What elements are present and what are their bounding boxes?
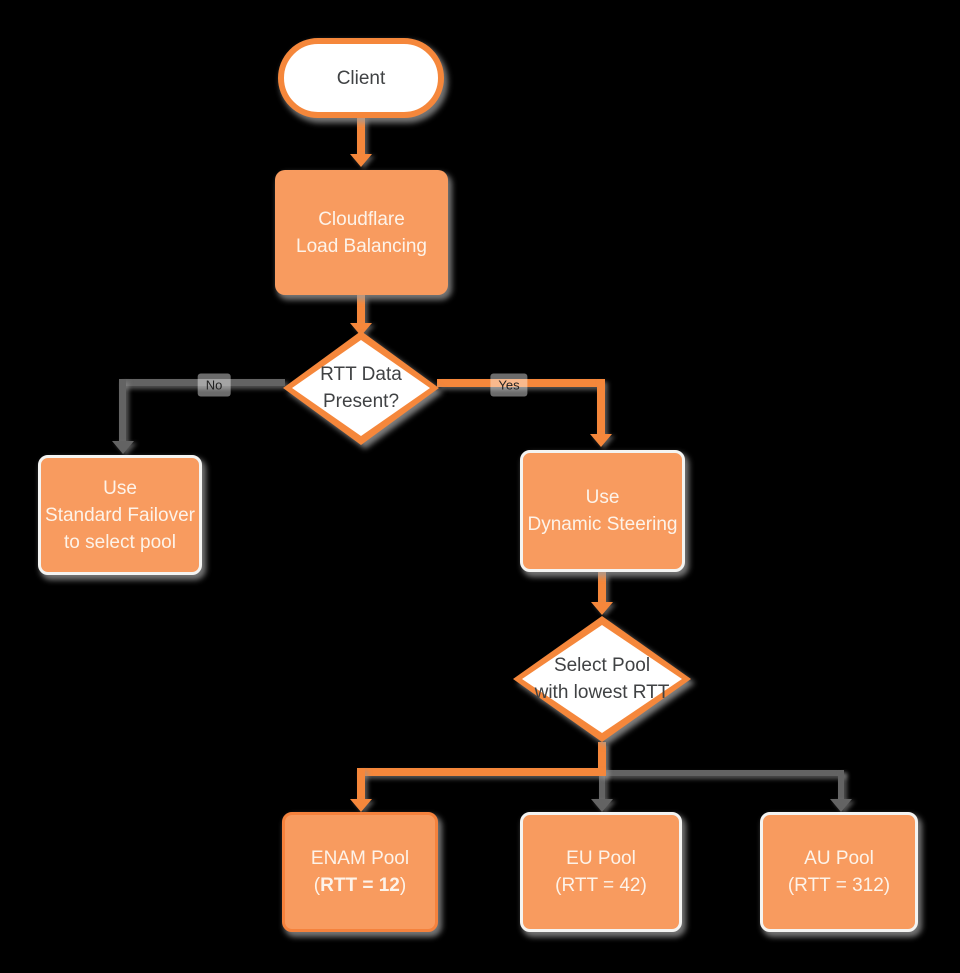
connector-lb-to-decision (357, 295, 365, 325)
arrow-down-icon (591, 799, 613, 812)
au-line1: AU Pool (804, 848, 874, 869)
node-client: Client (278, 38, 444, 118)
eu-line2: (RTT = 42) (555, 875, 647, 896)
eu-line1: EU Pool (566, 848, 636, 869)
node-rtt-data-present-decision: RTT Data Present? (283, 331, 439, 445)
arrow-down-icon (830, 799, 852, 812)
decision-line2: Present? (322, 391, 400, 412)
enam-line2-rtt-value: RTT = 12 (320, 875, 400, 896)
connector-au-vertical (838, 770, 844, 800)
connector-au-horizontal (602, 770, 844, 776)
select-pool-label: Select Pool with lowest RTT (513, 616, 691, 742)
node-standard-failover: Use Standard Failover to select pool (38, 455, 202, 575)
node-dynamic-steering: Use Dynamic Steering (520, 450, 685, 572)
connector-select-down (598, 742, 606, 774)
enam-line2: (RTT = 12) (314, 872, 406, 899)
edge-label-yes: Yes (490, 373, 528, 397)
connector-yes-horizontal (437, 379, 601, 387)
steering-line2: Dynamic Steering (527, 514, 678, 535)
arrow-down-icon (350, 323, 372, 336)
connector-client-to-lb (357, 116, 365, 156)
node-lb-line1: Cloudflare (318, 208, 405, 230)
au-line2: (RTT = 312) (787, 875, 891, 896)
steering-line1: Use (585, 487, 620, 508)
arrow-down-icon (112, 441, 134, 454)
connector-enam-horizontal (357, 768, 606, 776)
enam-line2-close-paren: ) (399, 875, 407, 896)
arrow-down-icon (590, 434, 612, 447)
node-enam-pool: ENAM Pool (RTT = 12) (282, 812, 438, 932)
decision-label: RTT Data Present? (283, 331, 439, 445)
failover-line2: Standard Failover (45, 504, 195, 526)
connector-no-vertical (119, 379, 126, 442)
node-select-pool-decision: Select Pool with lowest RTT (513, 616, 691, 742)
connector-yes-vertical (597, 379, 605, 436)
failover-line3: to select pool (64, 531, 176, 553)
select-pool-line1: Select Pool (553, 655, 651, 676)
node-cloudflare-load-balancing: Cloudflare Load Balancing (275, 170, 448, 295)
node-eu-pool: EU Pool (RTT = 42) (520, 812, 682, 932)
select-pool-line2: with lowest RTT (534, 682, 670, 703)
connector-steering-to-select (598, 572, 606, 604)
node-client-label: Client (336, 67, 386, 89)
arrow-down-icon (591, 602, 613, 615)
enam-line1: ENAM Pool (310, 848, 410, 869)
decision-line1: RTT Data (320, 364, 402, 385)
node-au-pool: AU Pool (RTT = 312) (760, 812, 918, 932)
connector-no-horizontal (119, 379, 285, 386)
enam-line2-open-paren: ( (313, 875, 321, 896)
edge-label-no: No (197, 373, 231, 397)
connector-enam-vertical (357, 768, 365, 800)
failover-line1: Use (103, 477, 137, 499)
arrow-down-icon (350, 799, 372, 812)
node-lb-line2: Load Balancing (296, 235, 427, 257)
arrow-down-icon (350, 154, 372, 167)
